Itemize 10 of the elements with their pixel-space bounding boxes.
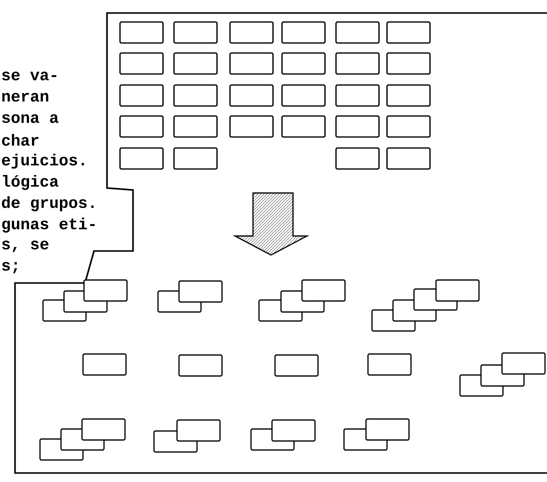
text-fragment: neran bbox=[2, 92, 48, 102]
text-fragment: ejuicios. bbox=[2, 154, 84, 169]
text-fragment: sona a bbox=[2, 114, 58, 123]
text-fragment: gunas eti- bbox=[2, 218, 95, 233]
text-fragment: se va- bbox=[2, 72, 56, 80]
text-fragment: s; bbox=[2, 262, 18, 274]
text-fragment: char bbox=[2, 134, 38, 146]
text-fragment: de grupos. bbox=[2, 196, 94, 212]
text-fragment: lógica bbox=[2, 175, 58, 190]
text-fragment: s, se bbox=[2, 240, 48, 252]
